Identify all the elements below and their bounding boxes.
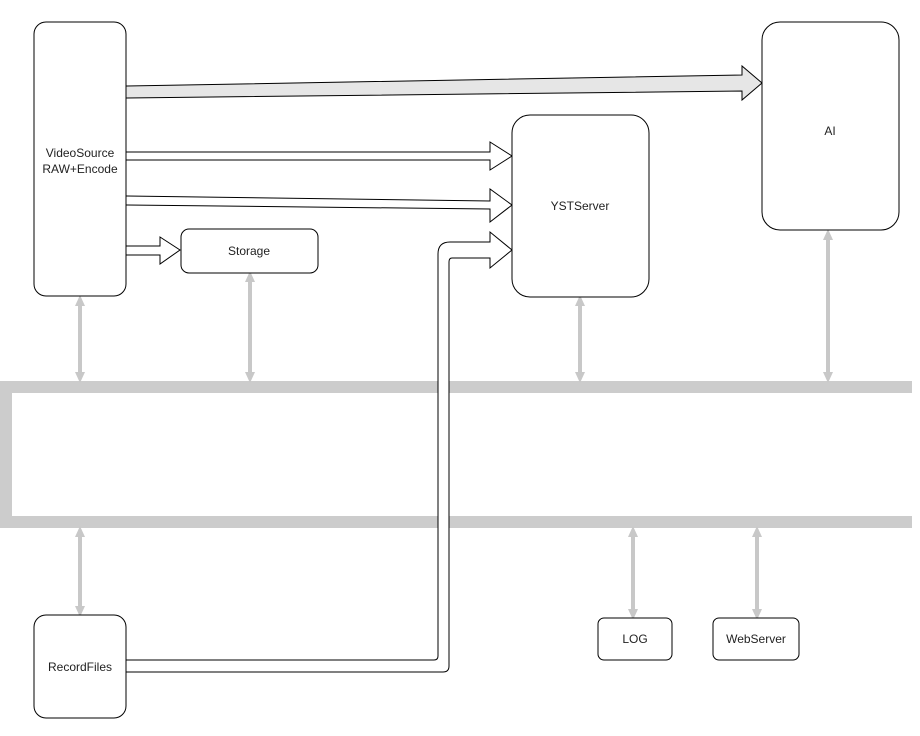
node-webserver[interactable]: WebServer [712, 617, 800, 661]
node-log[interactable]: LOG [597, 617, 673, 661]
shared-bus [0, 381, 912, 528]
log-label: LOG [622, 632, 647, 646]
node-ai[interactable]: AI [761, 21, 900, 231]
arrow-videosource-ai [125, 64, 763, 102]
recordfiles-label: RecordFiles [48, 660, 112, 674]
ai-label: AI [824, 124, 835, 138]
node-recordfiles[interactable]: RecordFiles [33, 614, 127, 719]
videosource-label-line1: VideoSource [46, 146, 115, 160]
flow-arrows [123, 64, 763, 673]
node-videosource[interactable]: VideoSource RAW+Encode [33, 21, 127, 297]
videosource-label-line2: RAW+Encode [42, 162, 118, 176]
ystserver-label: YSTServer [551, 199, 610, 213]
arrow-videosource-ystserver-2 [123, 188, 513, 224]
node-ystserver[interactable]: YSTServer [511, 114, 650, 298]
arrow-videosource-storage [125, 236, 181, 265]
arrow-recordfiles-ystserver [125, 230, 513, 673]
bus-connectors [75, 229, 833, 620]
webserver-label: WebServer [726, 632, 786, 646]
storage-label: Storage [228, 244, 270, 258]
node-storage[interactable]: Storage [180, 228, 319, 274]
arrow-videosource-ystserver-1 [125, 141, 513, 171]
